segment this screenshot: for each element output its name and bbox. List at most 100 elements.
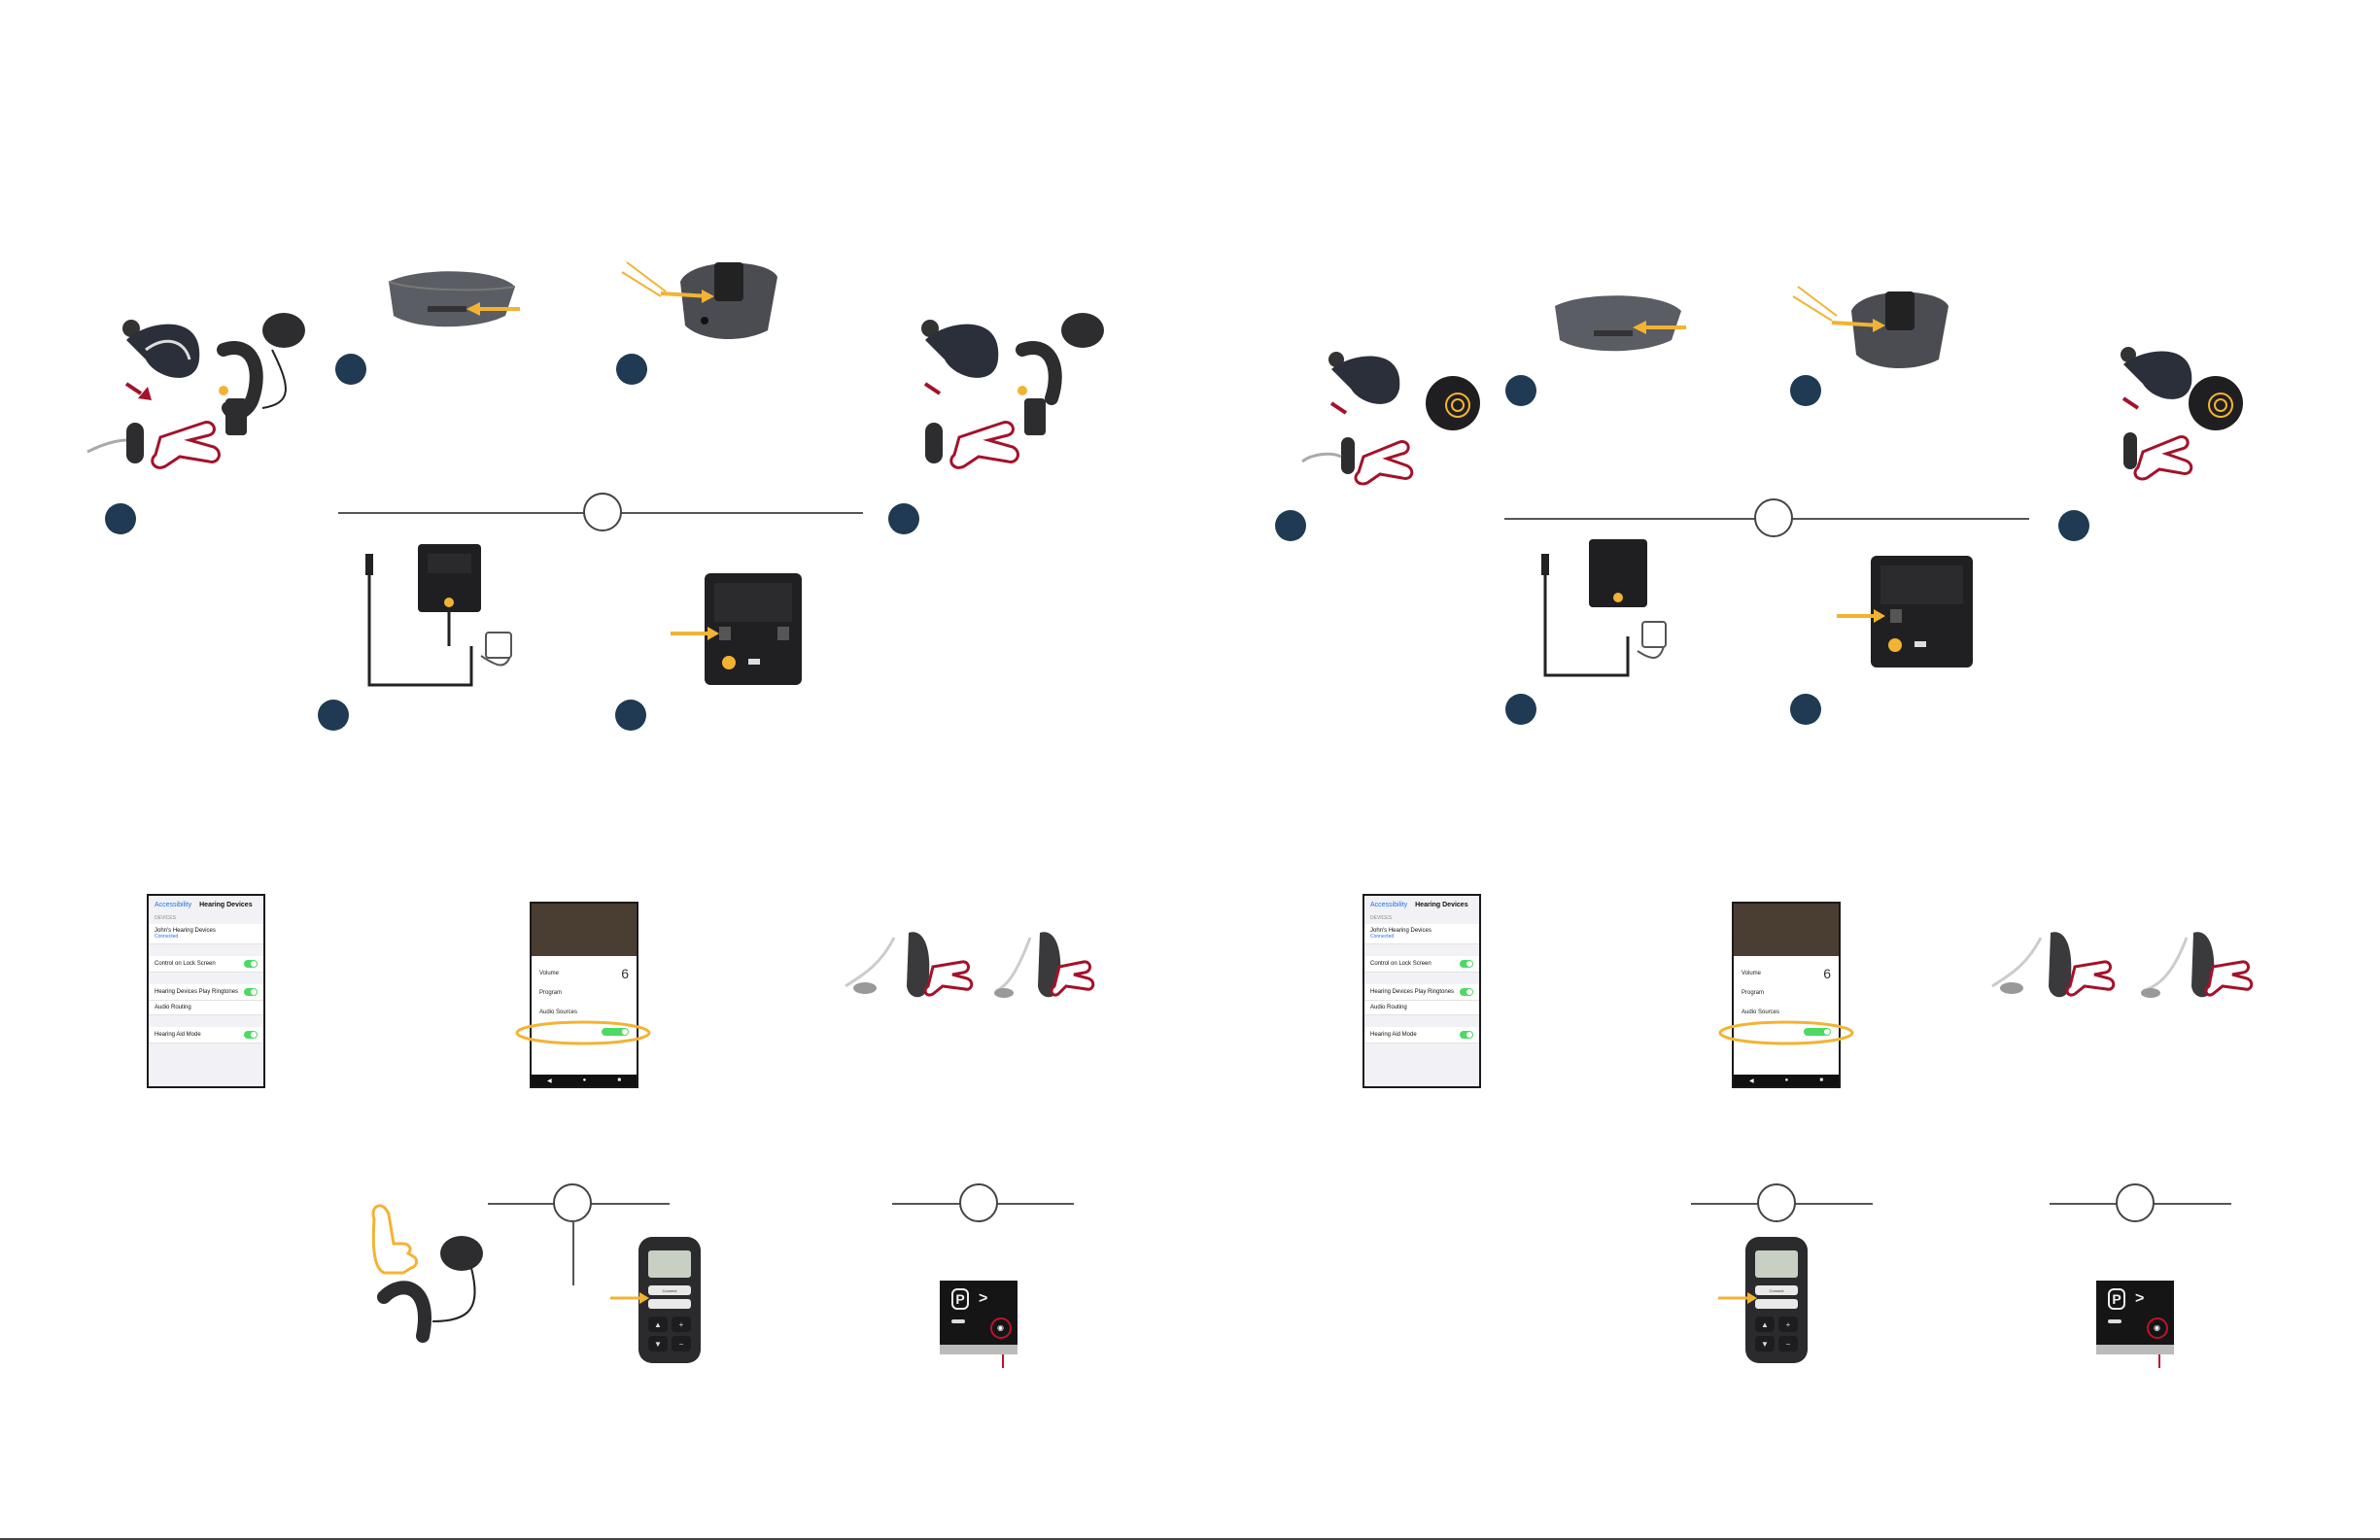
source-toggle[interactable] (602, 1028, 629, 1036)
volume-value-2: 6 (1823, 966, 1831, 981)
device-row[interactable]: John's Hearing Devices Connected (149, 924, 263, 944)
nav-title-2: Hearing Devices (1415, 902, 1468, 908)
minus-bar (951, 1319, 965, 1323)
p-button-2[interactable]: P (2108, 1288, 2125, 1310)
charger-cable-illustration-2 (1541, 539, 1667, 677)
home-nav-icon-2[interactable]: ● (1784, 1078, 1789, 1083)
step-dot-6 (615, 700, 646, 731)
device-name-2: John's Hearing Devices (1370, 928, 1431, 934)
step-dot-3 (616, 354, 647, 385)
bottom-edge-line (0, 1538, 2380, 1540)
nav-back-link-2[interactable]: Accessibility (1370, 902, 1408, 908)
next-icon[interactable]: > (979, 1290, 988, 1307)
volume-up-key[interactable]: + (672, 1317, 691, 1332)
implant-processor-illustration (86, 313, 305, 469)
device-row-2[interactable]: John's Hearing Devices Connected (1364, 924, 1479, 944)
audio-sources-label: Audio Sources (539, 1010, 578, 1015)
step-dot-5 (318, 700, 349, 731)
step-dot-7 (1275, 510, 1306, 541)
section-label: DEVICES (155, 915, 176, 921)
hearing-aid-mode-row-2[interactable]: Hearing Aid Mode (1364, 1026, 1479, 1044)
ringtones-toggle-2[interactable] (1460, 987, 1473, 996)
hearing-aids-press-illustration (845, 932, 1095, 998)
charger-back-illustration (671, 573, 802, 685)
back-nav-icon-2[interactable]: ◀ (1749, 1078, 1754, 1084)
section-label-2: DEVICES (1370, 915, 1392, 921)
audio-routing-row-2[interactable]: Audio Routing (1364, 1000, 1479, 1015)
wifi-highlight-circle-2 (2147, 1318, 2168, 1339)
volume-down-key[interactable]: − (672, 1336, 691, 1352)
audio-sources-label-2: Audio Sources (1742, 1010, 1780, 1015)
remote-button-2[interactable] (648, 1299, 691, 1309)
divider-circle-3 (553, 1183, 592, 1222)
implant-processor-illustration-3 (1301, 352, 1480, 486)
down-key-2[interactable]: ▼ (1755, 1336, 1775, 1352)
audio-sources-row[interactable]: Audio Sources (532, 1003, 637, 1022)
implant-processor-illustration-4 (2121, 347, 2243, 481)
back-nav-icon[interactable]: ◀ (547, 1078, 552, 1084)
step-dot-2 (335, 354, 366, 385)
divider-circle-5 (1757, 1183, 1796, 1222)
step-dot-1 (105, 503, 136, 534)
source-toggle-row-2[interactable] (1734, 1022, 1839, 1042)
program-row[interactable]: Program (532, 983, 637, 1003)
down-key[interactable]: ▼ (648, 1336, 668, 1352)
next-icon-2[interactable]: > (2135, 1290, 2145, 1307)
charger-base-illustration-2 (1555, 295, 1686, 352)
android-nav-bar-2: ◀ ● ■ (1734, 1075, 1839, 1086)
p-button[interactable]: P (951, 1288, 969, 1310)
ringtones-toggle[interactable] (244, 987, 258, 996)
step-dot-8 (1505, 375, 1536, 406)
lock-screen-toggle-2[interactable] (1460, 959, 1473, 968)
volume-up-key-2[interactable]: + (1778, 1317, 1798, 1332)
audio-sources-row-2[interactable]: Audio Sources (1734, 1003, 1839, 1022)
lock-screen-row[interactable]: Control on Lock Screen (149, 955, 263, 973)
charger-base-illustration (388, 271, 520, 327)
home-nav-icon[interactable]: ● (582, 1078, 587, 1083)
pointer-line-2 (2158, 1354, 2160, 1368)
nav-back-link[interactable]: Accessibility (155, 902, 192, 908)
up-key-2[interactable]: ▲ (1755, 1317, 1775, 1332)
volume-down-key-2[interactable]: − (1778, 1336, 1798, 1352)
connect-arrow (610, 1292, 649, 1304)
nav-title: Hearing Devices (199, 902, 253, 908)
connect-button[interactable]: Connect (648, 1285, 691, 1295)
source-toggle-row[interactable] (532, 1022, 637, 1042)
connect-button-2[interactable]: Connect (1755, 1285, 1798, 1295)
wifi-icon[interactable]: ◉ (997, 1323, 1004, 1332)
audio-routing-label: Audio Routing (155, 1004, 191, 1010)
hearing-aid-mode-toggle-2[interactable] (1460, 1030, 1473, 1039)
up-key[interactable]: ▲ (648, 1317, 668, 1332)
pointer-line (1002, 1354, 1004, 1368)
charger-back-illustration-2 (1837, 556, 1973, 667)
recent-nav-icon-2[interactable]: ■ (1819, 1078, 1823, 1083)
wifi-icon-2[interactable]: ◉ (2154, 1323, 2160, 1332)
audio-routing-row[interactable]: Audio Routing (149, 1000, 263, 1015)
hearing-aid-mode-row[interactable]: Hearing Aid Mode (149, 1026, 263, 1044)
ringtones-row[interactable]: Hearing Devices Play Ringtones (149, 983, 263, 1001)
step-dot-11 (1505, 694, 1536, 725)
remote-control-2: Connect ▲ + ▼ − (1745, 1237, 1808, 1363)
charger-cable-illustration (365, 544, 512, 687)
device-name: John's Hearing Devices (155, 928, 216, 934)
hearing-aids-press-illustration-2 (1991, 932, 2254, 998)
ringtones-row-2[interactable]: Hearing Devices Play Ringtones (1364, 983, 1479, 1001)
iphone-hearing-settings-2: Accessibility Hearing Devices DEVICES Jo… (1362, 894, 1481, 1088)
lock-screen-row-2[interactable]: Control on Lock Screen (1364, 955, 1479, 973)
source-toggle-2[interactable] (1804, 1028, 1831, 1036)
lock-screen-toggle[interactable] (244, 959, 258, 968)
program-row-2[interactable]: Program (1734, 983, 1839, 1003)
divider-circle-4 (959, 1183, 998, 1222)
hearing-aid-mode-toggle[interactable] (244, 1030, 258, 1039)
remote-control: Connect ▲ + ▼ − (638, 1237, 701, 1363)
recent-nav-icon[interactable]: ■ (617, 1078, 621, 1083)
volume-value: 6 (621, 966, 629, 981)
connect-arrow-2 (1718, 1292, 1757, 1304)
remote-button-2b[interactable] (1755, 1299, 1798, 1309)
hearing-aid-mode-label-2: Hearing Aid Mode (1370, 1031, 1417, 1038)
android-nav-bar: ◀ ● ■ (532, 1075, 637, 1086)
device-status-2: Connected (1370, 934, 1395, 940)
highlight-ellipse-2 (1718, 1020, 1854, 1045)
